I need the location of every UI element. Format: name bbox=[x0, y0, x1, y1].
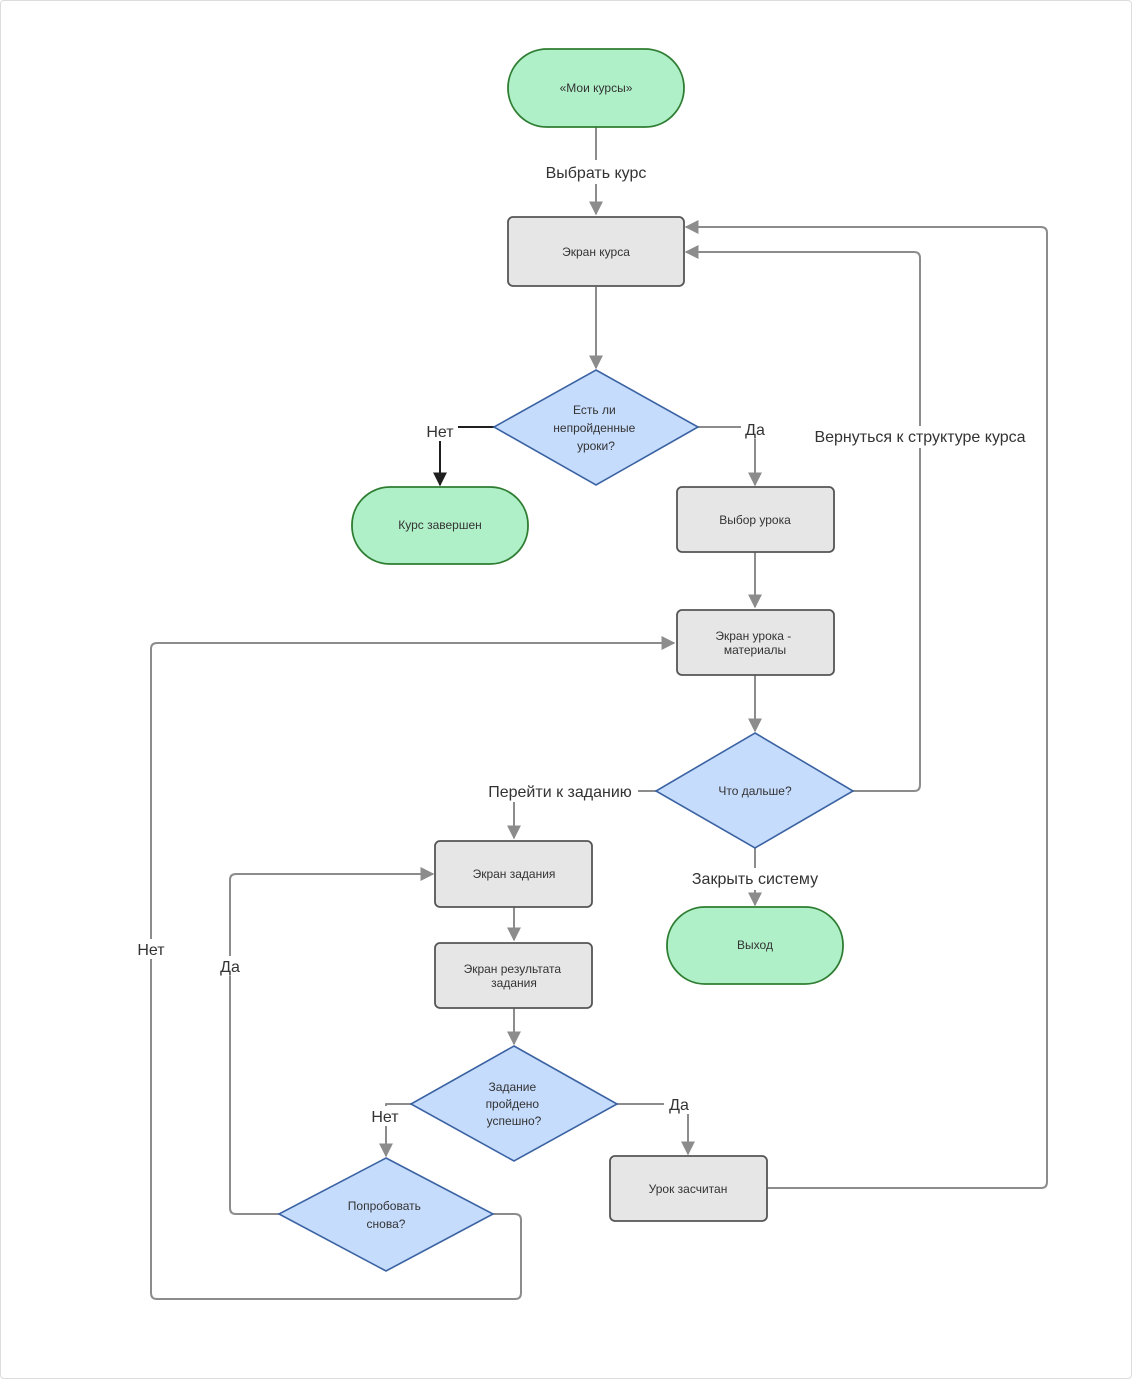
label-yes-1: Да bbox=[745, 422, 765, 439]
node-has-lessons-line1: Есть ли bbox=[573, 403, 616, 417]
node-task-result-line1: Экран результата bbox=[464, 962, 562, 976]
label-no-2: Нет bbox=[371, 1109, 399, 1126]
edge-counted-to-course bbox=[684, 220, 1048, 1189]
node-course-screen[interactable]: Экран курса bbox=[507, 216, 685, 287]
label-no-outer: Нет bbox=[137, 942, 165, 959]
svg-text:Экран урока - материал: Экран урока - материалы bbox=[715, 629, 794, 657]
node-course-done-text: Курс завершен bbox=[398, 518, 482, 532]
node-task-passed-line1: Задание bbox=[489, 1080, 537, 1094]
node-whats-next-text: Что дальше? bbox=[718, 784, 792, 798]
node-lesson-materials[interactable]: Экран урока - материалы bbox=[676, 609, 835, 676]
node-has-lessons-line2: непройденные bbox=[553, 421, 635, 435]
node-lesson-choice-text: Выбор урока bbox=[719, 513, 791, 527]
edges bbox=[150, 127, 1048, 1300]
node-lesson-counted-text: Урок засчитан bbox=[649, 1182, 728, 1196]
node-try-again[interactable]: Попробовать снова? bbox=[277, 1157, 495, 1272]
node-lesson-counted[interactable]: Урок засчитан bbox=[609, 1155, 768, 1222]
svg-text:Есть ли непройденные: Есть ли непройденные уроки? bbox=[553, 403, 638, 453]
label-back-to-structure: Вернуться к структуре курса bbox=[814, 429, 1025, 446]
node-my-courses-text: «Мои курсы» bbox=[560, 81, 633, 95]
label-choose-course: Выбрать курс bbox=[546, 165, 647, 182]
node-lesson-materials-line1: Экран урока - bbox=[715, 629, 791, 643]
node-whats-next[interactable]: Что дальше? bbox=[654, 732, 855, 849]
node-task-passed-line3: успешно? bbox=[487, 1114, 542, 1128]
node-exit[interactable]: Выход bbox=[666, 906, 844, 985]
edge-labels: Выбрать курс Нет Да Вернуться к структур… bbox=[134, 160, 1032, 1126]
label-go-to-task: Перейти к заданию bbox=[488, 784, 632, 801]
node-lesson-choice[interactable]: Выбор урока bbox=[676, 486, 835, 553]
node-task-result[interactable]: Экран результата задания bbox=[434, 942, 593, 1009]
svg-text:Попробовать снова?: Попробовать снова? bbox=[348, 1199, 424, 1231]
label-close-system: Закрыть систему bbox=[692, 871, 818, 888]
edge-retry-no bbox=[150, 636, 676, 1300]
svg-text:Экран результата задан: Экран результата задания bbox=[464, 962, 565, 990]
node-exit-text: Выход bbox=[737, 938, 773, 952]
node-my-courses[interactable]: «Мои курсы» bbox=[507, 48, 685, 128]
nodes: «Мои курсы» Экран курса Есть ли непройде… bbox=[277, 48, 855, 1272]
svg-text:Задание пройдено: Задание пройдено успешно? bbox=[486, 1080, 543, 1128]
node-course-screen-text: Экран курса bbox=[562, 245, 630, 259]
node-course-done[interactable]: Курс завершен bbox=[351, 486, 529, 565]
edge-passed-no bbox=[379, 1103, 411, 1158]
node-task-result-line2: задания bbox=[491, 976, 537, 990]
node-lesson-materials-line2: материалы bbox=[724, 643, 786, 657]
node-try-again-line1: Попробовать bbox=[348, 1199, 421, 1213]
node-has-lessons-line3: уроки? bbox=[577, 439, 615, 453]
node-try-again-line2: снова? bbox=[367, 1217, 406, 1231]
edge-retry-yes bbox=[229, 867, 435, 1215]
label-yes-2: Да bbox=[669, 1097, 689, 1114]
node-task-passed[interactable]: Задание пройдено успешно? bbox=[409, 1045, 619, 1162]
label-no-1: Нет bbox=[426, 424, 454, 441]
label-yes-retry: Да bbox=[220, 959, 240, 976]
node-task-screen[interactable]: Экран задания bbox=[434, 840, 593, 908]
node-task-passed-line2: пройдено bbox=[486, 1097, 540, 1111]
node-has-lessons[interactable]: Есть ли непройденные уроки? bbox=[492, 369, 700, 486]
edge-back-to-structure bbox=[684, 245, 921, 792]
node-task-screen-text: Экран задания bbox=[473, 867, 556, 881]
